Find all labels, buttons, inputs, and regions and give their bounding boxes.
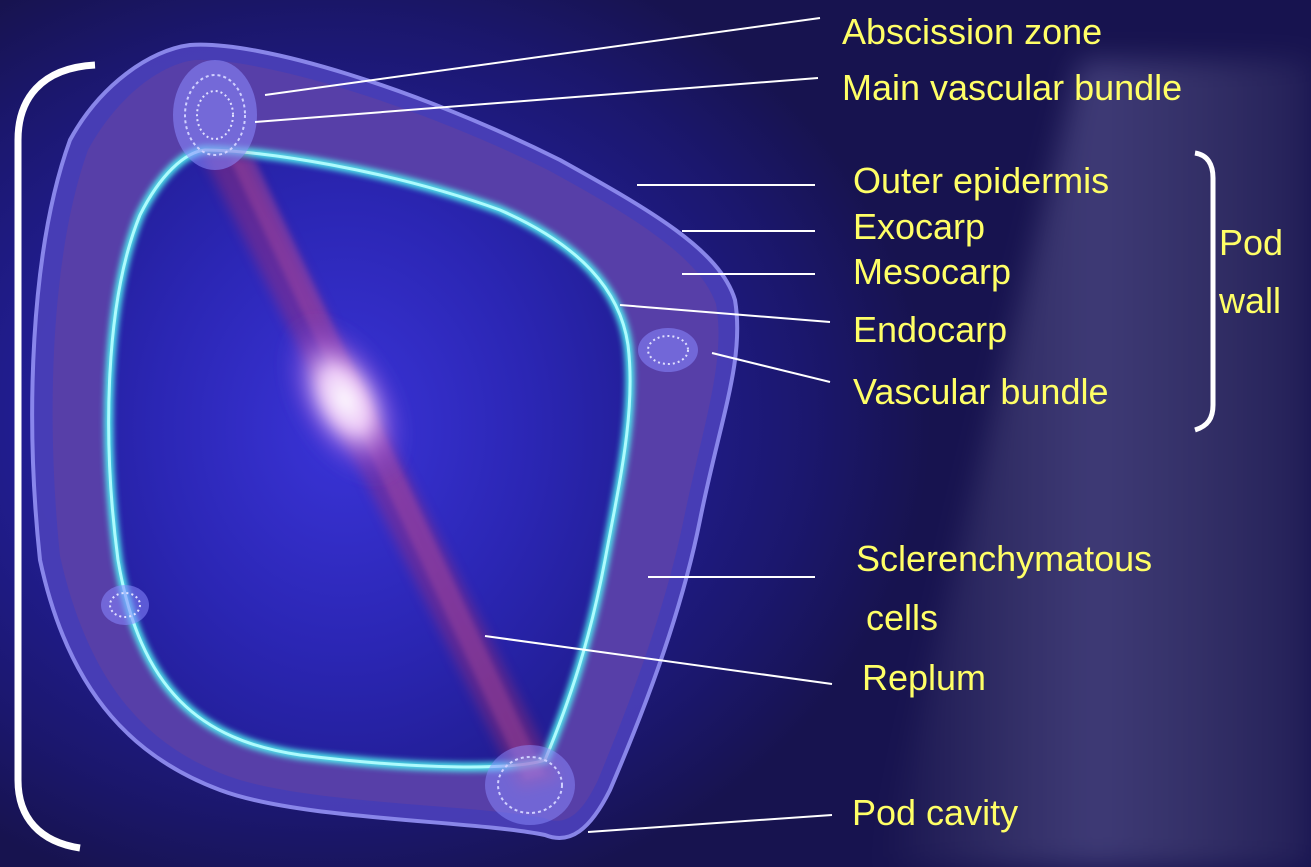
label-mesocarp: Mesocarp [853, 254, 1011, 290]
label-replum: Replum [862, 660, 986, 696]
label-pod-wall-line1: Pod [1219, 225, 1283, 261]
label-outer-epidermis: Outer epidermis [853, 163, 1109, 199]
label-pod-wall-line2: wall [1219, 283, 1281, 319]
lateral-vascular-bundle-left [101, 585, 149, 625]
label-exocarp: Exocarp [853, 209, 985, 245]
main-vascular-bundle-structure [173, 60, 257, 170]
lateral-vascular-bundle-right [638, 328, 698, 372]
label-sclerenchymatous-line2: cells [866, 600, 938, 636]
label-pod-cavity: Pod cavity [852, 795, 1018, 831]
label-abscission-zone: Abscission zone [842, 14, 1102, 50]
label-vascular-bundle: Vascular bundle [853, 374, 1109, 410]
label-sclerenchymatous-line1: Sclerenchymatous [856, 541, 1152, 577]
leader-pod-cavity [588, 815, 832, 832]
label-endocarp: Endocarp [853, 312, 1007, 348]
bottom-vascular-bundle-structure [485, 745, 575, 825]
label-main-vascular-bundle: Main vascular bundle [842, 70, 1182, 106]
